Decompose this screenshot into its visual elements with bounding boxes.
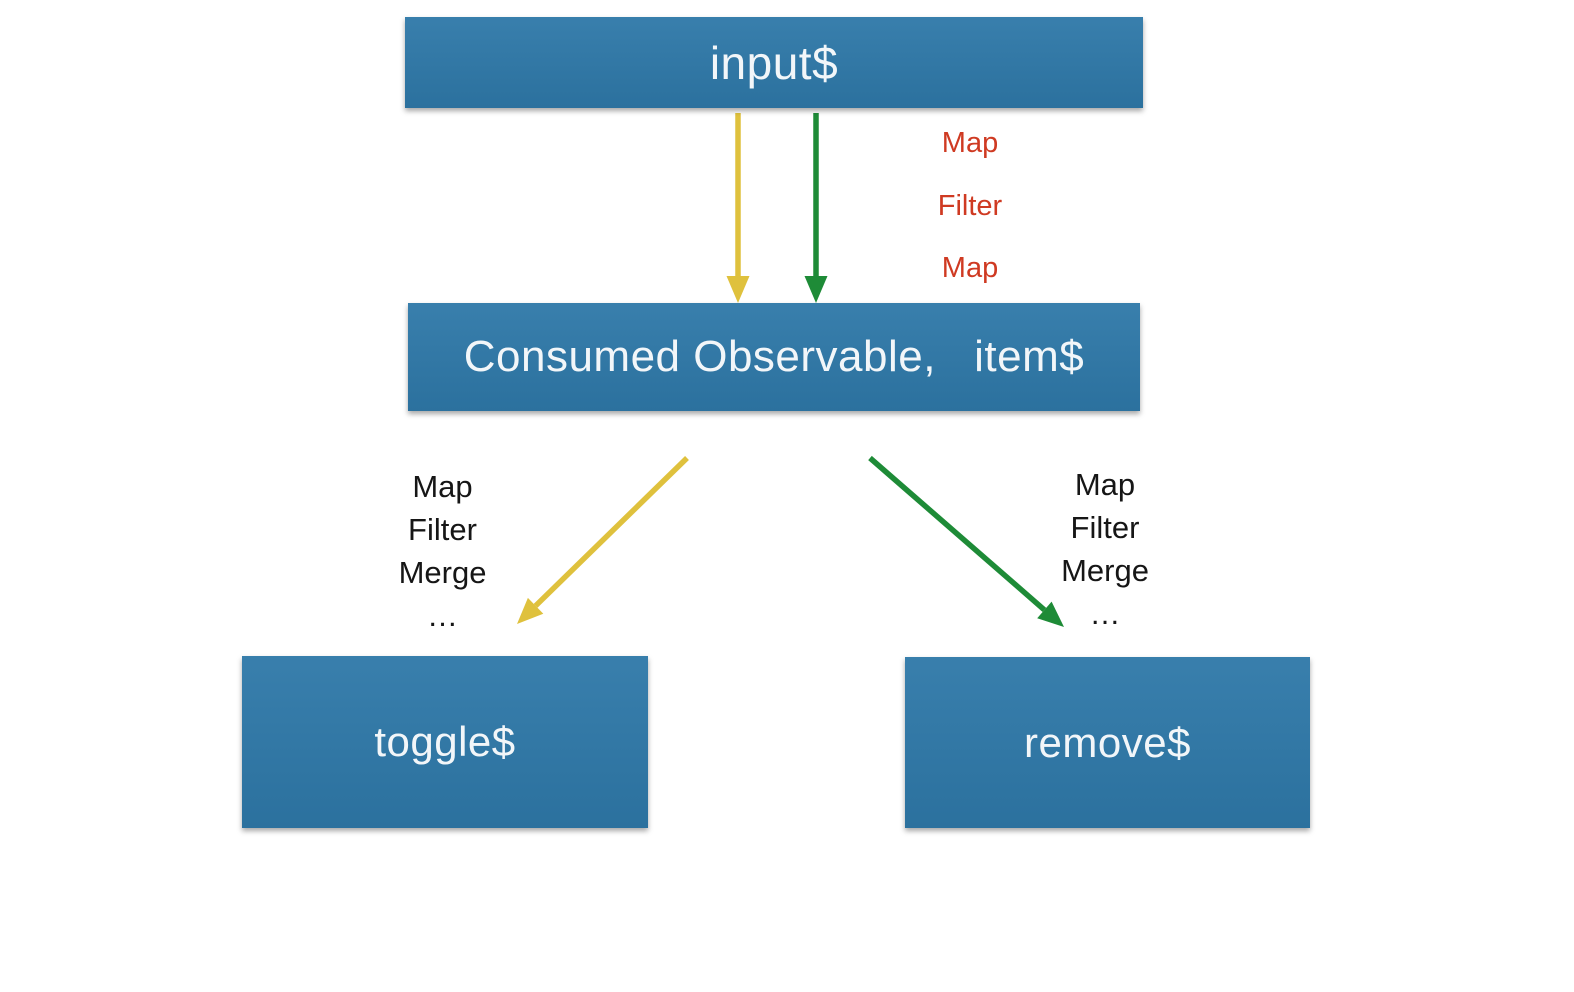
operator-label-filter: Filter	[408, 512, 477, 547]
node-input-stream: input$	[405, 17, 1143, 108]
operator-label-map-1: Map	[941, 127, 999, 159]
operator-label-merge: Merge	[398, 555, 487, 590]
operator-label-merge: Merge	[1061, 553, 1149, 588]
operator-label-filter: Filter	[937, 189, 1003, 222]
node-toggle-label: toggle$	[374, 718, 516, 765]
operator-label-ellipsis: …	[1089, 596, 1121, 631]
operator-label-map-2: Map	[941, 252, 999, 284]
operators-consumed-to-toggle: Map Filter Merge …	[370, 465, 515, 637]
operator-label-map: Map	[1074, 467, 1136, 502]
node-input-label: input$	[709, 36, 839, 89]
operator-label-filter: Filter	[1070, 510, 1140, 545]
node-consumed-observable: Consumed Observable, item$	[408, 303, 1140, 411]
operator-label-map: Map	[412, 469, 473, 504]
arrow-consumed-to-toggle-yellow	[517, 456, 689, 624]
operators-consumed-to-remove: Map Filter Merge …	[1030, 463, 1180, 635]
arrow-input-to-consumed-yellow	[726, 113, 750, 303]
arrow-input-to-consumed-green	[804, 113, 828, 303]
node-consumed-label: Consumed Observable, item$	[463, 332, 1085, 381]
node-toggle-stream: toggle$	[242, 656, 648, 828]
node-remove-label: remove$	[1024, 718, 1191, 766]
operator-label-ellipsis: …	[427, 598, 458, 633]
operators-input-to-consumed: Map Filter Map	[900, 112, 1040, 300]
node-remove-stream: remove$	[905, 657, 1310, 828]
